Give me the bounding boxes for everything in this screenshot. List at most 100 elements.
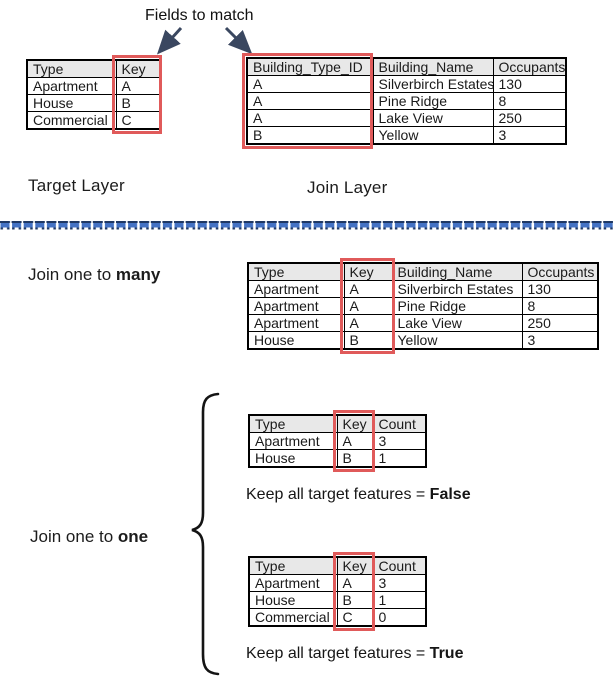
cell: Lake View <box>372 109 494 127</box>
keep-true-caption: Keep all target features = True <box>246 645 463 663</box>
table-row: B Yellow 3 <box>246 126 567 145</box>
cell: 250 <box>492 109 567 127</box>
cell: 3 <box>492 126 567 145</box>
label-text: Join one to <box>30 527 118 546</box>
table-row: Apartment A Lake View 250 <box>247 314 599 332</box>
column-header: Occupants <box>492 57 567 76</box>
cell: B <box>343 331 393 350</box>
caption-bold-text: True <box>429 645 464 662</box>
table-row: Apartment A Pine Ridge 8 <box>247 297 599 315</box>
cell: Yellow <box>391 331 523 350</box>
cell: 3 <box>521 331 599 350</box>
label-bold-text: one <box>117 527 149 546</box>
cell: House <box>247 331 345 350</box>
cell: Apartment <box>247 314 345 332</box>
cell: 1 <box>372 591 427 609</box>
cell: B <box>336 591 374 609</box>
cell: 8 <box>521 297 599 315</box>
column-header: Occupants <box>521 262 599 281</box>
table-header-row: Type Key Count <box>248 556 427 575</box>
table-row: A Lake View 250 <box>246 109 567 127</box>
column-header: Type <box>248 414 338 433</box>
table-row: Apartment A 3 <box>248 432 427 450</box>
cell: A <box>336 432 374 450</box>
table-row: House B Yellow 3 <box>247 331 599 350</box>
cell: 130 <box>492 75 567 93</box>
one-to-one-false-table: Type Key Count Apartment A 3 House B 1 <box>248 410 427 472</box>
join-one-to-many-label: Join one to many <box>28 265 160 285</box>
column-header: Type <box>248 556 338 575</box>
cell: Silverbirch Estates <box>391 280 523 298</box>
cell: 0 <box>372 608 427 627</box>
column-header: Count <box>372 414 427 433</box>
table-row: House B 1 <box>248 449 427 468</box>
cell: 130 <box>521 280 599 298</box>
label-text: Join one to <box>28 265 116 284</box>
cell: 250 <box>521 314 599 332</box>
cell: 3 <box>372 432 427 450</box>
table-row: Commercial C 0 <box>248 608 427 627</box>
cell: House <box>248 591 338 609</box>
table-header-row: Type Key <box>26 59 161 78</box>
cell: Pine Ridge <box>372 92 494 110</box>
column-header: Building_Name <box>391 262 523 281</box>
cell: Lake View <box>391 314 523 332</box>
caption-bold-text: False <box>429 486 471 503</box>
table-row: Apartment A <box>26 77 161 95</box>
curly-brace-icon <box>191 392 220 676</box>
table-row: Commercial C <box>26 111 161 130</box>
cell: Apartment <box>248 574 338 592</box>
one-to-one-true-table: Type Key Count Apartment A 3 House B 1 C… <box>248 552 427 631</box>
table-row: A Pine Ridge 8 <box>246 92 567 110</box>
cell: 3 <box>372 574 427 592</box>
cell: A <box>343 280 393 298</box>
column-header: Key <box>343 262 393 281</box>
table-header-row: Building_Type_ID Building_Name Occupants <box>246 57 567 76</box>
join-one-to-one-label: Join one to one <box>30 527 148 547</box>
cell: B <box>115 94 161 112</box>
target-layer-table: Type Key Apartment A House B Commercial … <box>26 55 162 134</box>
cell: House <box>248 449 338 468</box>
table-header-row: Type Key Count <box>248 414 427 433</box>
cell: A <box>246 75 374 93</box>
table-row: A Silverbirch Estates 130 <box>246 75 567 93</box>
down-left-arrow-icon <box>156 26 183 55</box>
section-divider <box>0 221 613 230</box>
column-header: Type <box>26 59 117 78</box>
cell: A <box>343 314 393 332</box>
cell: Yellow <box>372 126 494 145</box>
column-header: Building_Type_ID <box>246 57 374 76</box>
cell: C <box>336 608 374 627</box>
column-header: Key <box>336 556 374 575</box>
join-layer-label: Join Layer <box>307 178 388 197</box>
cell: A <box>246 92 374 110</box>
cell: House <box>26 94 117 112</box>
cell: A <box>246 109 374 127</box>
caption-text: Keep all target features = <box>246 486 430 503</box>
cell: A <box>115 77 161 95</box>
cell: 1 <box>372 449 427 468</box>
one-to-many-result-table: Type Key Building_Name Occupants Apartme… <box>247 258 599 354</box>
cell: A <box>343 297 393 315</box>
down-right-arrow-icon <box>224 26 253 55</box>
cell: B <box>246 126 374 145</box>
table-header-row: Type Key Building_Name Occupants <box>247 262 599 281</box>
join-layer-table: Building_Type_ID Building_Name Occupants… <box>242 53 567 149</box>
fields-to-match-title: Fields to match <box>145 7 254 24</box>
column-header: Key <box>115 59 161 78</box>
table-row: House B 1 <box>248 591 427 609</box>
column-header: Count <box>372 556 427 575</box>
target-layer-label: Target Layer <box>28 176 125 195</box>
cell: Apartment <box>26 77 117 95</box>
cell: Commercial <box>248 608 338 627</box>
cell: Apartment <box>248 432 338 450</box>
cell: C <box>115 111 161 130</box>
fields-arrows <box>156 26 253 55</box>
cell: Commercial <box>26 111 117 130</box>
cell: 8 <box>492 92 567 110</box>
cell: B <box>336 449 374 468</box>
cell: Apartment <box>247 297 345 315</box>
cell: A <box>336 574 374 592</box>
label-bold-text: many <box>115 265 161 284</box>
